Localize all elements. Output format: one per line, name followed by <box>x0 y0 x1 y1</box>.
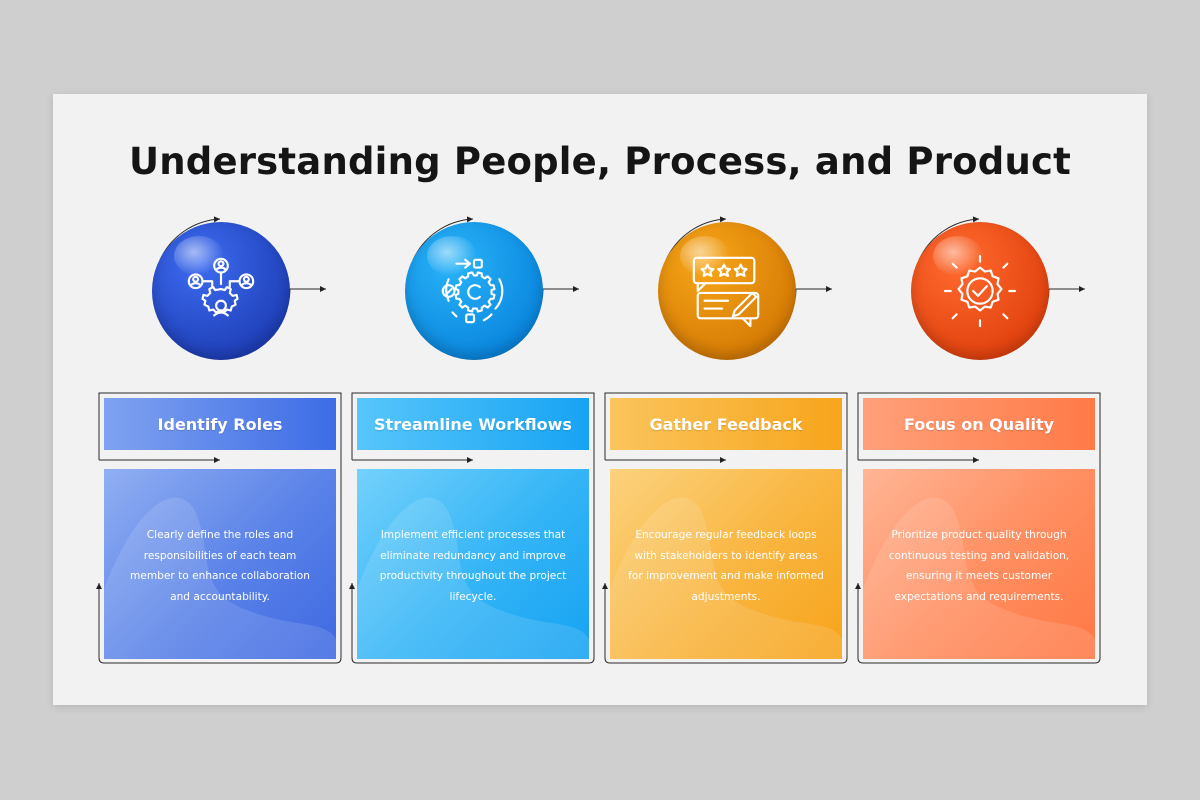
step-4-card: Prioritize product quality through conti… <box>863 469 1095 659</box>
slide-title: Understanding People, Process, and Produ… <box>128 140 1072 183</box>
wave-decoration <box>357 497 589 659</box>
step-1-card: Clearly define the roles and responsibil… <box>104 469 336 659</box>
step-2-card: Implement efficient processes that elimi… <box>357 469 589 659</box>
wave-decoration <box>863 497 1095 659</box>
feedback-rating-icon <box>692 256 760 328</box>
wave-decoration <box>610 497 842 659</box>
team-roles-icon <box>187 257 255 317</box>
step-1-heading: Identify Roles <box>104 398 336 450</box>
quality-badge-icon <box>943 254 1017 328</box>
step-1-icon-circle <box>152 222 290 360</box>
step-3-card: Encourage regular feedback loops with st… <box>610 469 842 659</box>
step-4-heading: Focus on Quality <box>863 398 1095 450</box>
step-1-description: Clearly define the roles and responsibil… <box>129 529 311 603</box>
workflow-gear-icon <box>441 258 504 324</box>
step-3-heading: Gather Feedback <box>610 398 842 450</box>
wave-decoration <box>104 497 336 659</box>
step-2-heading: Streamline Workflows <box>357 398 589 450</box>
step-4-icon-circle <box>911 222 1049 360</box>
step-3-description: Encourage regular feedback loops with st… <box>628 529 824 603</box>
step-2-icon-circle <box>405 222 543 360</box>
step-4-description: Prioritize product quality through conti… <box>888 529 1070 603</box>
step-2-description: Implement efficient processes that elimi… <box>379 529 567 603</box>
step-3-icon-circle <box>658 222 796 360</box>
